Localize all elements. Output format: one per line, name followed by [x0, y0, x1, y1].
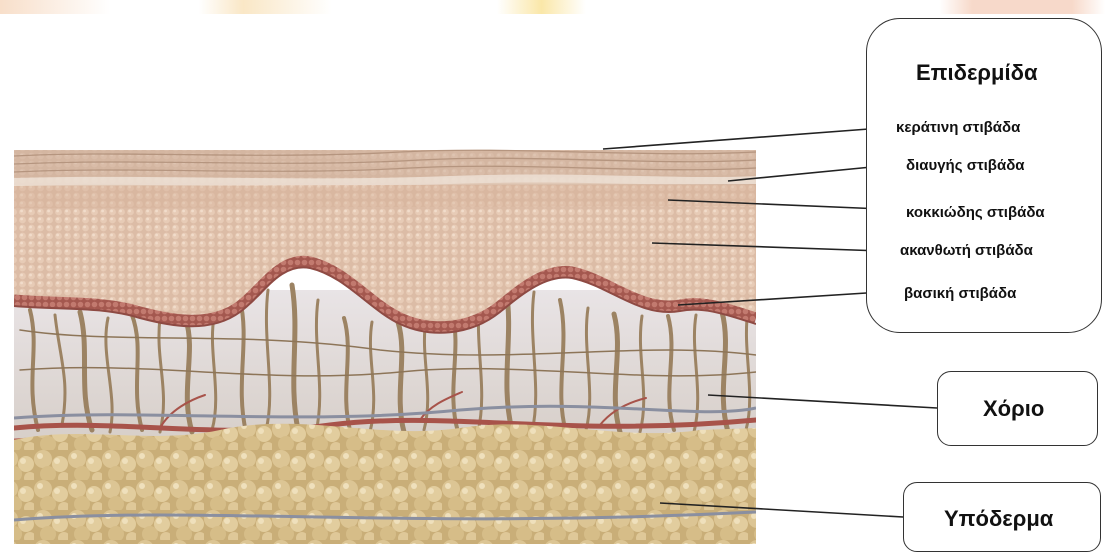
label-stratum-spinosum: ακανθωτή στιβάδα — [900, 242, 1033, 259]
label-stratum-corneum: κεράτινη στιβάδα — [896, 119, 1020, 136]
label-stratum-granulosum: κοκκιώδης στιβάδα — [906, 204, 1045, 221]
hypodermis-title: Υπόδερμα — [944, 506, 1053, 532]
leader-line-corneum — [603, 128, 882, 149]
chorion-title: Χόριο — [983, 396, 1044, 422]
stratum-granulosum-layer — [14, 182, 756, 208]
label-stratum-basale: βασική στιβάδα — [904, 285, 1016, 302]
epidermis-title: Επιδερμίδα — [916, 60, 1037, 86]
skin-layers — [14, 150, 756, 544]
label-stratum-lucidum: διαυγής στιβάδα — [906, 157, 1025, 174]
fat-tissue — [14, 424, 756, 544]
